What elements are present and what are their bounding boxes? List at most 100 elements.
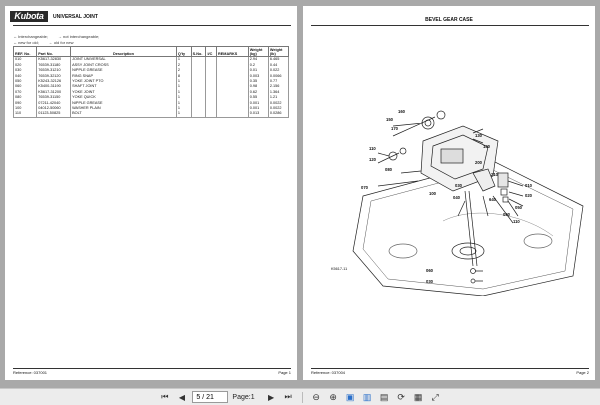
- callout-label: 030: [426, 279, 433, 284]
- legend-item: ↔ new for old;: [13, 40, 39, 45]
- page-number: Page 1: [278, 370, 291, 375]
- page-number: Page 2: [576, 370, 589, 375]
- rotate-icon[interactable]: ⟳: [397, 391, 405, 402]
- page-title: UNIVERSAL JOINT: [53, 14, 98, 20]
- callout-label: 120: [369, 157, 376, 162]
- table-cell: 0.77: [267, 78, 290, 85]
- col-header: Description: [70, 45, 177, 58]
- table-cell: [190, 89, 207, 96]
- reference-code: Reference: 037001: [13, 370, 48, 375]
- footer-rule: [311, 368, 589, 369]
- header-rule: [311, 25, 589, 26]
- callout-label: 080: [385, 167, 392, 172]
- last-page-icon[interactable]: ⏭: [284, 392, 292, 401]
- col-header: REMARKS: [216, 45, 249, 58]
- zoom-out-icon[interactable]: ⊖: [312, 391, 320, 402]
- callout-label: 070: [361, 185, 368, 190]
- table-cell: 090: [12, 100, 38, 106]
- callout-label: 060: [426, 268, 433, 273]
- table-cell: ASSY JOINT CROSS: [70, 62, 177, 69]
- interchange-legend: ↔ Interchangeable; → not interchangeable…: [13, 34, 99, 39]
- callout-label: 050: [515, 205, 522, 210]
- table-cell: RING SNAP: [70, 73, 177, 79]
- next-page-icon[interactable]: ▶: [268, 392, 275, 402]
- grid-view-icon[interactable]: ▦: [413, 391, 423, 402]
- viewer-toolbar: ⏮ ◀ Page:1 ▶ ⏭ ⊖ ⊕ ▣ ▥ ▤ ⟳ ▦ ⤢: [0, 388, 600, 405]
- table-cell: YOKE JOINT: [70, 89, 177, 96]
- callout-label: 010: [525, 183, 532, 188]
- legend-item: ↔ Interchangeable;: [13, 34, 48, 39]
- zoom-in-icon[interactable]: ⊕: [329, 391, 337, 402]
- page-1: Kubota UNIVERSAL JOINT ↔ Interchangeable…: [5, 6, 297, 380]
- legend-item: ← old for new: [48, 40, 74, 45]
- callout-label: 040: [453, 195, 460, 200]
- page-2: BEVEL GEAR CASE: [303, 6, 595, 380]
- figure-code: K5617-11: [331, 267, 348, 271]
- table-cell: 01123-50825: [36, 111, 72, 118]
- fullscreen-icon[interactable]: ⤢: [431, 391, 439, 402]
- fit-page-icon[interactable]: ▣: [345, 391, 355, 402]
- table-cell: 6.465: [267, 56, 290, 63]
- bevel-gear-case-diagram: [352, 110, 584, 296]
- table-cell: 020: [12, 62, 38, 69]
- table-cell: NIPPLE GREASE: [70, 100, 177, 106]
- table-cell: 0.022: [267, 68, 290, 74]
- callout-label: 160: [398, 109, 405, 114]
- two-page-view-icon[interactable]: ▥: [362, 391, 372, 402]
- previous-page-icon[interactable]: ◀: [178, 392, 185, 402]
- table-cell: 110: [12, 111, 38, 118]
- callout-label: 110: [513, 219, 520, 224]
- legend-item: → not interchangeable;: [57, 34, 100, 39]
- interchange-legend-2: ↔ new for old; ← old for new: [13, 40, 73, 45]
- table-cell: NIPPLE GREASE: [70, 68, 177, 74]
- table-cell: [190, 106, 207, 112]
- callout-label: 110: [369, 146, 376, 151]
- page-number-input[interactable]: [192, 391, 229, 403]
- single-page-view-icon[interactable]: ▤: [379, 391, 389, 402]
- table-cell: 010: [12, 56, 38, 63]
- document-viewer: Kubota UNIVERSAL JOINT ↔ Interchangeable…: [5, 6, 595, 380]
- footer-rule: [13, 368, 291, 369]
- col-header: I/C: [205, 45, 218, 58]
- table-cell: 1.21: [267, 95, 290, 101]
- callout-label: 130: [475, 133, 482, 138]
- table-cell: [190, 111, 207, 118]
- table-cell: [190, 73, 207, 79]
- col-header: Part No.: [36, 45, 72, 58]
- table-cell: 050: [12, 78, 38, 85]
- table-cell: 040: [12, 73, 38, 79]
- kubota-logo: Kubota: [10, 11, 48, 22]
- table-cell: [190, 56, 207, 63]
- reference-code: Reference: 037004: [311, 370, 346, 375]
- callout-label: 020: [525, 193, 532, 198]
- parts-table: REF. No. Part No. Description Q'ty S.No.…: [12, 45, 290, 118]
- table-cell: 030: [12, 68, 38, 74]
- table-cell: [190, 100, 207, 106]
- table-cell: 0.0022: [267, 106, 290, 112]
- table-cell: 070: [12, 89, 38, 96]
- table-cell: 0.0066: [267, 73, 290, 79]
- callout-label: 150: [386, 117, 393, 122]
- page-title: BEVEL GEAR CASE: [425, 17, 473, 23]
- col-header: Q'ty: [175, 45, 192, 58]
- table-cell: 060: [12, 84, 38, 90]
- table-cell: [190, 62, 207, 69]
- table-cell: [190, 84, 207, 90]
- header-rule: [13, 25, 291, 26]
- table-header-row: REF. No. Part No. Description Q'ty S.No.…: [12, 45, 290, 58]
- callout-label: 210: [491, 172, 498, 177]
- table-cell: 100: [12, 106, 38, 112]
- first-page-icon[interactable]: ⏮: [161, 392, 169, 401]
- col-header: REF. No.: [12, 45, 38, 58]
- table-cell: [190, 68, 207, 74]
- callout-label: 640: [489, 197, 496, 202]
- table-cell: SHAFT JOINT: [70, 84, 177, 90]
